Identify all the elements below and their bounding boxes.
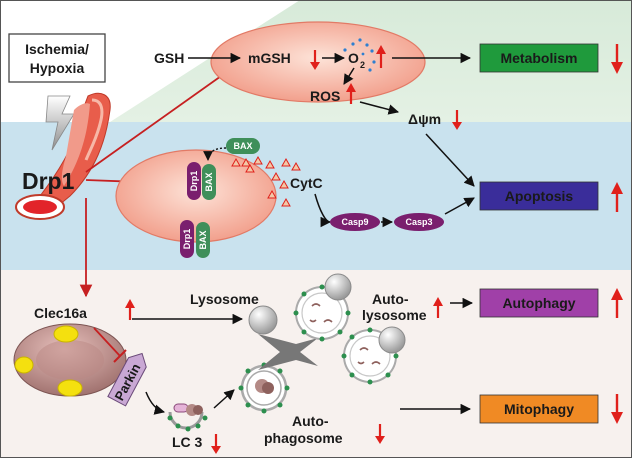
svg-text:BAX: BAX [204, 172, 214, 191]
drp1-label: Drp1 [22, 168, 75, 194]
cytc-triangles [231, 155, 301, 207]
gsh-label: GSH [154, 50, 184, 66]
lightning-icon [45, 95, 75, 151]
autolysosome-bottom [341, 326, 406, 385]
clec16a-up-arrow [125, 299, 135, 320]
svg-text:Drp1: Drp1 [182, 229, 192, 250]
mitophagy-down-arrow [611, 394, 623, 424]
lysosome-label: Lysosome [190, 291, 259, 307]
o2-label: O 2 [348, 50, 365, 70]
band-white-wedge [0, 0, 300, 122]
autolysosome-up-arrow [433, 297, 443, 318]
phagophore [167, 403, 208, 432]
o2-up-arrow [376, 45, 386, 68]
dpsi-down-arrow [452, 110, 462, 130]
svg-text:O: O [348, 50, 359, 66]
dpsi-label: Δψm [408, 111, 441, 127]
autophagy-up-arrow [611, 288, 623, 318]
stimulus-box: Ischemia/ Hypoxia [8, 33, 106, 83]
phagophore-to-autophagosome-arrow [213, 389, 235, 409]
svg-text:Drp1: Drp1 [189, 171, 199, 192]
ros-up-arrow [346, 83, 356, 104]
svg-text:2: 2 [360, 60, 365, 70]
apoptosis-up-arrow [611, 182, 623, 212]
ros-to-dpsi-arrow [359, 101, 400, 115]
mgsh-down-arrow [310, 50, 320, 70]
stimulus-line1: Ischemia/ [25, 41, 89, 57]
svg-text:BAX: BAX [233, 141, 252, 151]
cytc-to-casp9-arrow [314, 193, 332, 228]
autophagosome-line1: Auto- [292, 413, 329, 429]
bax-free: BAX [226, 138, 260, 154]
o2-to-ros-arrow [343, 67, 355, 85]
autolysosome-top [293, 273, 352, 342]
parkin-to-phagophore-arrow [145, 391, 166, 415]
lysosome-sphere [248, 305, 278, 335]
outcome-metabolism: Metabolism [479, 43, 599, 73]
proteasome-icon [13, 323, 127, 397]
svg-text:BAX: BAX [198, 230, 208, 249]
o2-dots [343, 38, 376, 72]
metabolism-down-arrow [611, 44, 623, 74]
cytc-label: CytC [290, 175, 323, 191]
stimulus-line2: Hypoxia [30, 60, 85, 76]
drp1-bax-complex-bottom: Drp1 BAX [180, 220, 210, 258]
ros-label: ROS [310, 88, 340, 104]
svg-text:Mitophagy: Mitophagy [504, 401, 574, 417]
svg-text:Autophagy: Autophagy [502, 295, 575, 311]
drp1-bax-complex-top: Drp1 BAX [187, 162, 216, 200]
clec16a-label: Clec16a [34, 305, 87, 321]
lc3-label: LC 3 [172, 434, 203, 450]
svg-text:Casp9: Casp9 [341, 217, 368, 227]
autophagosome-down-arrow [375, 424, 385, 444]
svg-text:Casp3: Casp3 [405, 217, 432, 227]
lc3-down-arrow [211, 434, 221, 454]
svg-text:Metabolism: Metabolism [500, 50, 577, 66]
casp9-pill: Casp9 [330, 213, 380, 231]
autophagosome-line2: phagosome [264, 430, 343, 446]
casp3-pill: Casp3 [394, 213, 444, 231]
dpsi-to-apoptosis-arrow [425, 133, 475, 187]
autolysosome-line1: Auto- [372, 291, 409, 307]
mgsh-label: mGSH [248, 50, 291, 66]
outcome-autophagy: Autophagy [479, 288, 599, 318]
inhibition-bar [113, 349, 127, 363]
autolysosome-line2: lysosome [362, 307, 427, 323]
fusion-chevron [258, 334, 318, 370]
svg-text:Apoptosis: Apoptosis [505, 188, 574, 204]
casp3-to-apoptosis-arrow [444, 197, 475, 215]
vessel-icon [15, 92, 111, 220]
outcome-apoptosis: Apoptosis [479, 181, 599, 211]
clec16a-inhibits-parkin [93, 327, 121, 357]
autophagosome [238, 362, 290, 414]
outcome-mitophagy: Mitophagy [479, 394, 599, 424]
drp1-to-mgsh-arrow [85, 63, 240, 173]
